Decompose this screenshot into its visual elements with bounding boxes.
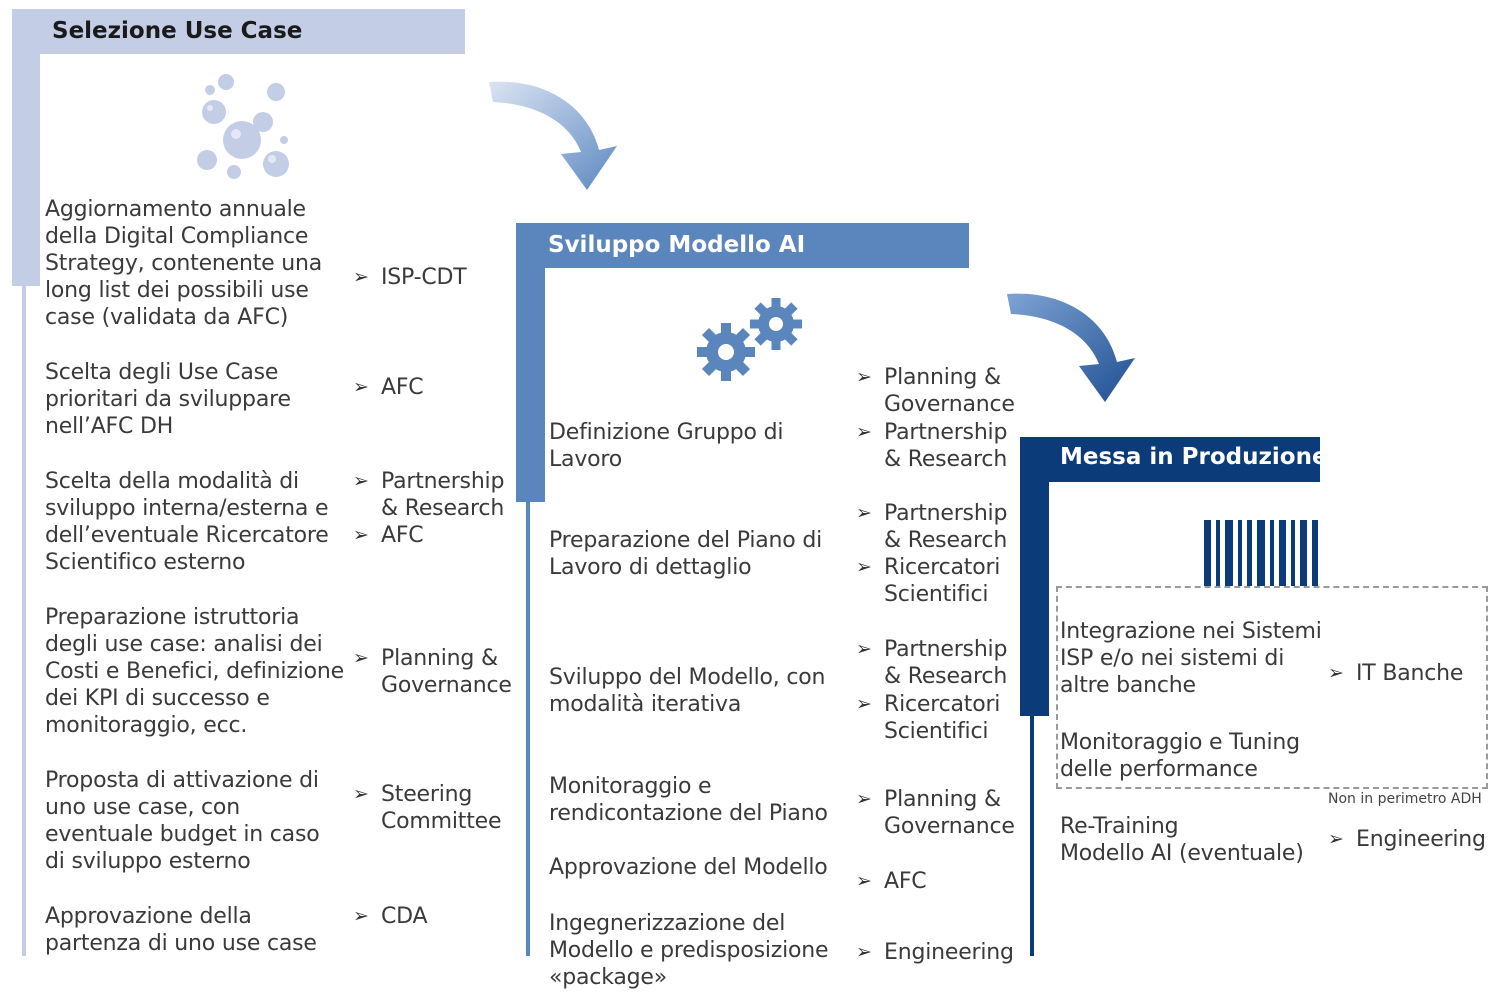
phase1-title: Selezione Use Case [52,18,303,44]
phase2-step-role: Partnership & Research [856,500,1007,554]
curved-arrow-icon [489,81,617,190]
bubbles-icon [197,74,289,179]
phase2-step-role: AFC [856,868,927,895]
phase2-title: Sviluppo Modello AI [548,232,806,258]
phase3-step-role: IT Banche [1328,660,1463,687]
barcode-icon [1204,520,1318,586]
phase1-step-role: CDA [353,903,428,930]
phase3-step-text: Re-Training Modello AI (eventuale) [1060,814,1304,866]
phase2-step-text: Monitoraggio e rendicontazione del Piano [549,774,828,826]
phase2-step-role: Planning & Governance [856,364,1015,418]
phase3-step-text: Monitoraggio e Tuning delle performance [1060,730,1300,782]
phase1-step-text: Aggiornamento annuale della Digital Comp… [45,197,323,330]
phase1-step-role: Partnership & Research [353,468,504,522]
phase2-timeline-line [526,502,530,956]
phase2-step-text: Ingegnerizzazione del Modello e predispo… [549,911,829,990]
phase1-timeline-line [22,286,26,956]
phase2-header-bar [516,223,969,268]
phase2-step-role: Engineering [856,939,1014,966]
phase2-step-role: Ricercatori Scientifici [856,554,1000,608]
phase2-step-role: Partnership & Research [856,419,1007,473]
phase2-step-role: Ricercatori Scientifici [856,691,1000,745]
phase3-header-bar [1020,437,1320,482]
phase3-timeline-line [1030,716,1034,956]
phase1-step-role: Steering Committee [353,781,502,835]
phase2-step-text: Sviluppo del Modello, con modalità itera… [549,665,826,717]
gears-icon [697,298,802,381]
out-of-scope-box [1056,586,1488,789]
phase1-step-role: ISP-CDT [353,264,467,291]
phase1-vertical-bar [12,54,40,286]
phase1-header-bar [12,9,465,54]
phase3-vertical-bar [1020,482,1049,716]
phase1-step-role: AFC [353,374,424,401]
phase3-step-text: Integrazione nei Sistemi ISP e/o nei sis… [1060,619,1322,698]
phase1-step-text: Scelta della modalità di sviluppo intern… [45,469,329,575]
phase2-step-role: Planning & Governance [856,786,1015,840]
phase1-step-role: Planning & Governance [353,645,512,699]
phase1-step-text: Preparazione istruttoria degli use case:… [45,605,344,738]
phase3-step-role: Engineering [1328,826,1486,853]
phase2-step-text: Preparazione del Piano di Lavoro di dett… [549,528,822,580]
curved-arrow-icon [1007,293,1135,402]
phase3-title: Messa in Produzione [1060,444,1328,470]
phase1-step-text: Scelta degli Use Case prioritari da svil… [45,360,291,439]
phase2-vertical-bar [516,268,545,502]
phase2-step-text: Approvazione del Modello [549,855,828,880]
phase2-step-text: Definizione Gruppo di Lavoro [549,420,784,472]
phase2-step-role: Partnership & Research [856,636,1007,690]
phase1-step-text: Approvazione della partenza di uno use c… [45,904,317,956]
out-of-scope-note: Non in perimetro ADH [1328,791,1482,807]
phase1-step-role: AFC [353,522,424,549]
phase1-step-text: Proposta di attivazione di uno use case,… [45,768,320,874]
